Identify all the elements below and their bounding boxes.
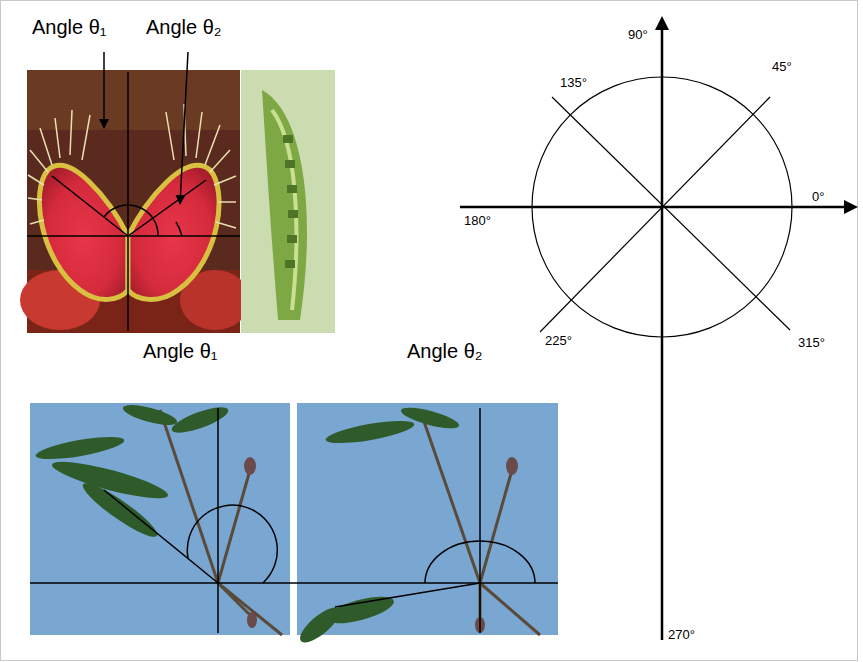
- degree-label: 45°: [772, 60, 792, 75]
- degree-label: 315°: [798, 336, 825, 351]
- mimosa-photo-closed: [30, 403, 558, 648]
- degree-label: 180°: [464, 214, 491, 229]
- angle-label: Angle θ₂: [407, 340, 483, 363]
- angle-label: Angle θ₂: [146, 16, 222, 39]
- angle-label: Angle θ₁: [32, 16, 107, 39]
- flytrap-photo: [20, 70, 250, 333]
- degree-label: 90°: [628, 28, 648, 43]
- degree-label: 225°: [545, 334, 572, 349]
- degree-label: 270°: [668, 628, 695, 643]
- mimosa-photo-open: [30, 401, 290, 635]
- closed-trap-photo: [241, 70, 335, 333]
- degree-label: 0°: [812, 190, 824, 205]
- degree-label: 135°: [560, 76, 587, 91]
- angle-label: Angle θ₁: [143, 340, 218, 363]
